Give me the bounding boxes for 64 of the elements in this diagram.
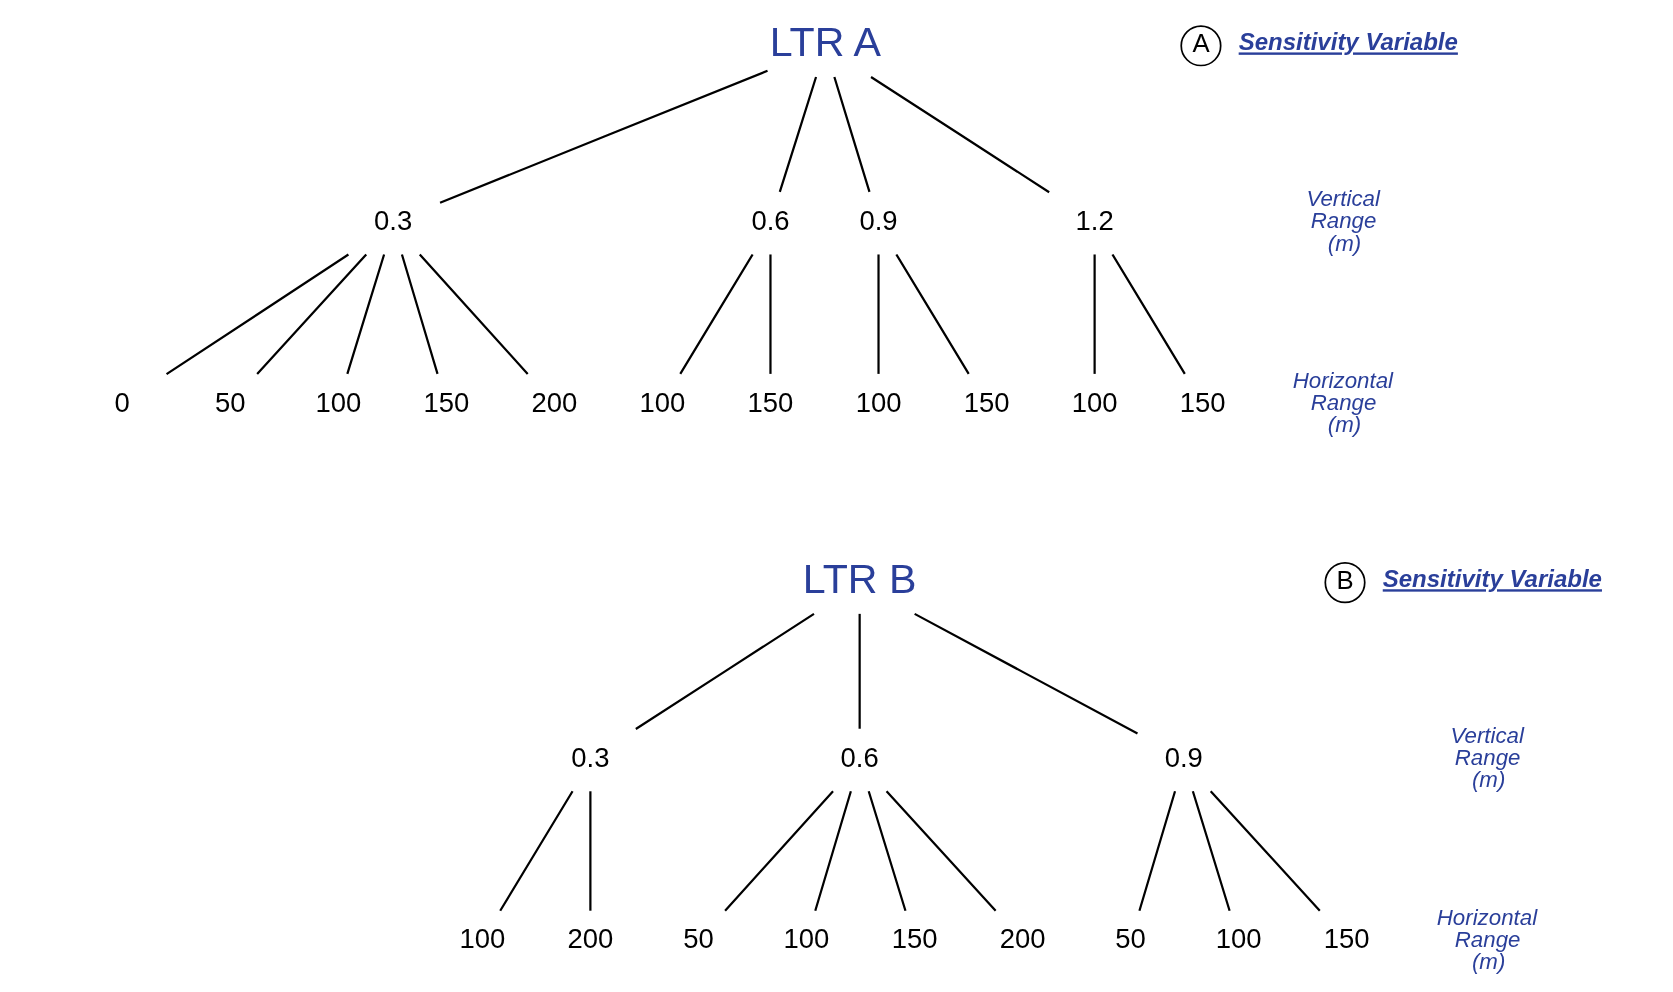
connector xyxy=(885,790,997,912)
label: B xyxy=(1336,565,1354,594)
node-text: 0.3 xyxy=(374,204,413,236)
node-text: 0.9 xyxy=(859,204,898,236)
connector xyxy=(346,254,386,375)
node-text: 100 xyxy=(639,386,686,418)
node-text: 0 xyxy=(114,386,130,418)
label: Sensitivity Variable xyxy=(1238,28,1458,56)
node-text: 100 xyxy=(459,923,506,955)
connector xyxy=(679,253,754,375)
node-text: 1.2 xyxy=(1075,204,1114,236)
connector xyxy=(439,69,768,204)
connector xyxy=(256,253,368,375)
node-text: 0.6 xyxy=(840,741,879,773)
node-text: LTR A xyxy=(769,19,882,66)
node-text: 150 xyxy=(891,923,938,955)
connector xyxy=(870,76,1050,194)
node-text: 100 xyxy=(315,386,362,418)
connector xyxy=(858,613,861,729)
connector xyxy=(877,254,880,374)
connector xyxy=(1093,254,1096,374)
connector xyxy=(867,790,907,912)
connector xyxy=(418,253,529,375)
connector xyxy=(769,254,772,374)
connector xyxy=(833,76,871,193)
connector xyxy=(1111,253,1186,375)
connector xyxy=(165,253,349,376)
connector xyxy=(814,790,852,912)
node-text: 100 xyxy=(1071,386,1118,418)
node-text: 100 xyxy=(783,923,830,955)
node-text: 200 xyxy=(531,386,578,418)
connector xyxy=(499,790,574,912)
node-text: 200 xyxy=(999,923,1046,955)
node-text: 150 xyxy=(963,386,1010,418)
node-text: 0.6 xyxy=(751,204,790,236)
label: Sensitivity Variable xyxy=(1382,565,1602,593)
node-text: 150 xyxy=(747,386,794,418)
node-text: 50 xyxy=(683,923,714,955)
node-text: LTR B xyxy=(802,556,917,603)
node-text: 0.3 xyxy=(571,741,610,773)
node-text: 150 xyxy=(1179,386,1226,418)
node-text: 0.9 xyxy=(1164,741,1203,773)
label: Vertical Range (m) xyxy=(1450,722,1524,793)
node-text: 150 xyxy=(423,386,470,418)
connector xyxy=(635,612,815,730)
connector xyxy=(1209,790,1321,912)
connector xyxy=(400,254,439,375)
connector xyxy=(778,76,818,193)
connector xyxy=(1138,790,1177,912)
connector xyxy=(589,791,592,911)
connector xyxy=(895,253,970,375)
node-text: 200 xyxy=(567,923,614,955)
node-text: 50 xyxy=(1115,923,1146,955)
node-text: 50 xyxy=(214,386,246,418)
connector xyxy=(914,612,1138,735)
label: Vertical Range (m) xyxy=(1306,185,1380,256)
node-text: 100 xyxy=(1215,923,1262,955)
label: Horizontal Range (m) xyxy=(1292,367,1394,438)
node-text: 150 xyxy=(1323,923,1370,955)
connector xyxy=(724,790,834,912)
label: A xyxy=(1192,28,1210,57)
connector xyxy=(1191,790,1231,912)
label: Horizontal Range (m) xyxy=(1436,904,1538,975)
node-text: 100 xyxy=(855,386,902,418)
